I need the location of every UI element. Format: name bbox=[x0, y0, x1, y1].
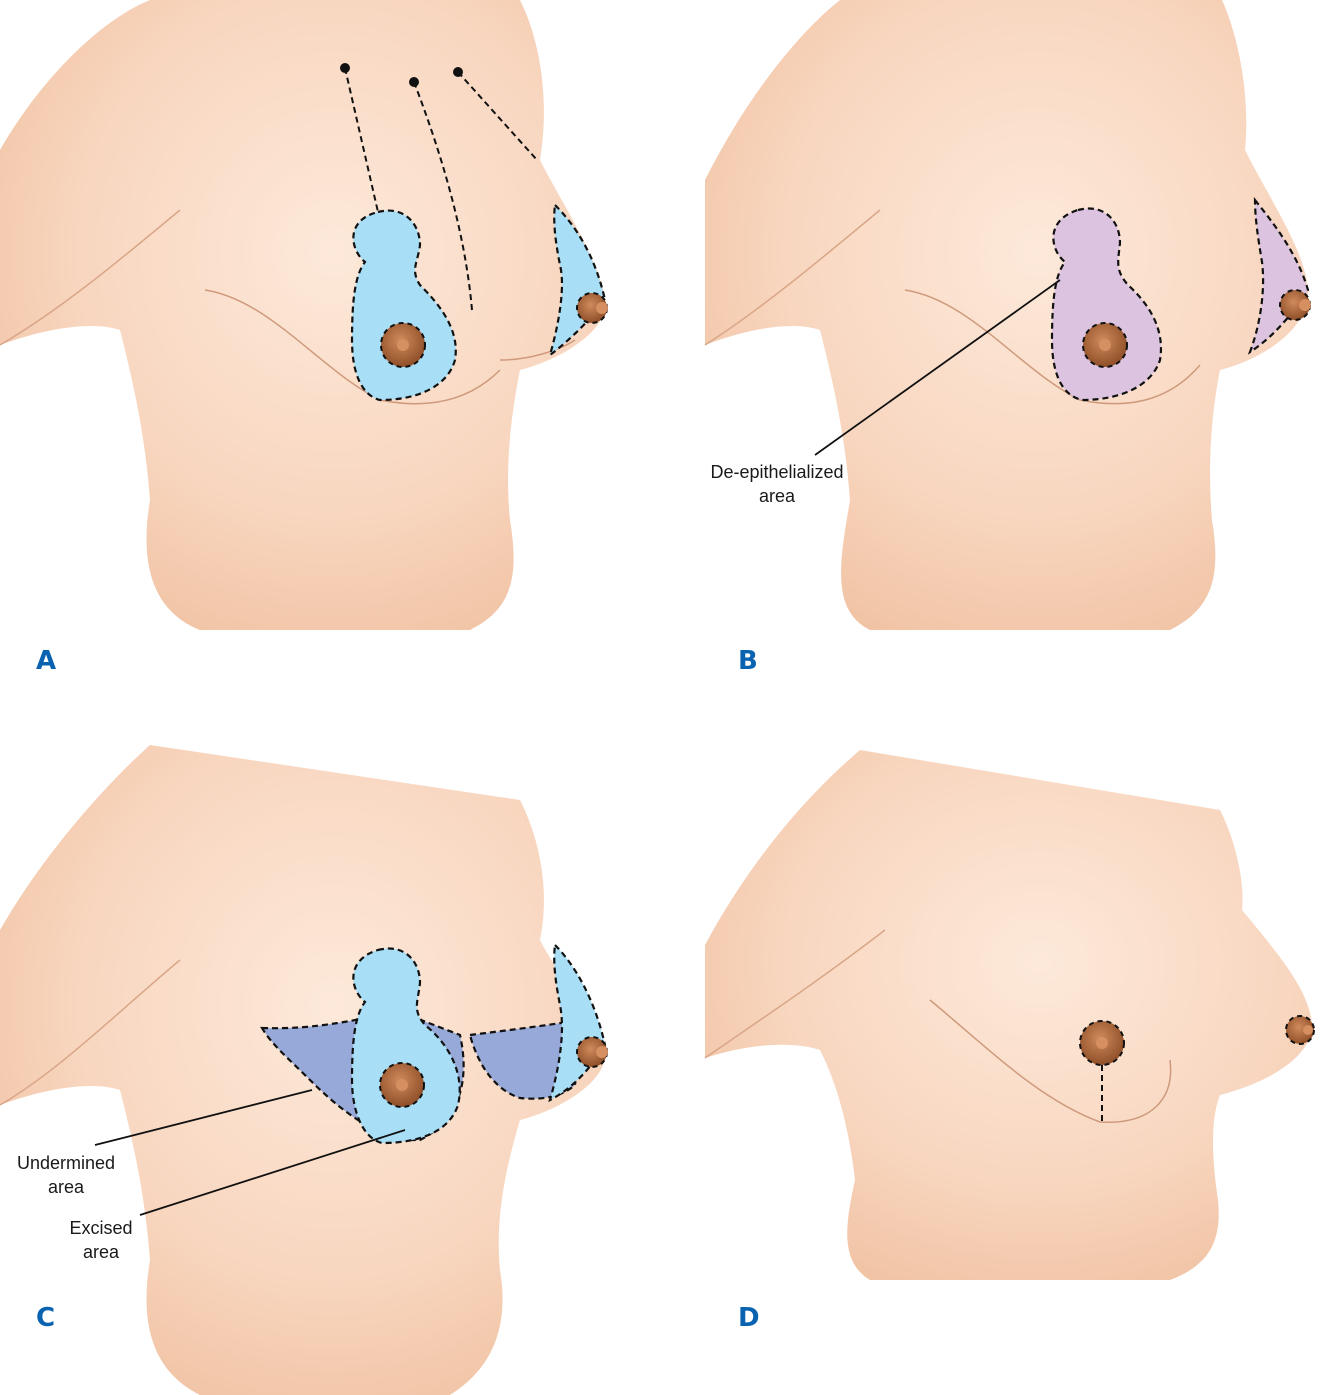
left-nipple bbox=[396, 1079, 408, 1091]
torso bbox=[705, 0, 1308, 630]
label-de-epithelialized-line2: area bbox=[692, 484, 862, 508]
label-undermined-line2: area bbox=[0, 1175, 132, 1199]
right-nipple bbox=[1303, 1025, 1313, 1035]
panel-letter-b: B bbox=[738, 646, 758, 676]
right-nipple bbox=[1299, 299, 1311, 311]
guide-dot-3 bbox=[453, 67, 463, 77]
panel-letter-c: C bbox=[36, 1303, 55, 1333]
right-nipple bbox=[596, 1046, 608, 1058]
guide-dot-1 bbox=[340, 63, 350, 73]
label-excised-line1: Excised bbox=[46, 1216, 156, 1240]
panel-letter-a: A bbox=[36, 646, 56, 676]
left-nipple bbox=[1099, 339, 1111, 351]
left-nipple bbox=[1096, 1037, 1108, 1049]
torso bbox=[705, 750, 1312, 1280]
label-undermined: Undermined area bbox=[0, 1151, 132, 1199]
left-nipple bbox=[397, 339, 409, 351]
label-excised: Excised area bbox=[46, 1216, 156, 1264]
label-excised-line2: area bbox=[46, 1240, 156, 1264]
torso bbox=[0, 0, 605, 630]
panel-c bbox=[0, 745, 608, 1395]
panel-letter-d: D bbox=[738, 1303, 760, 1333]
right-nipple bbox=[596, 302, 608, 314]
guide-dot-2 bbox=[409, 77, 419, 87]
panel-d bbox=[705, 750, 1314, 1280]
label-de-epithelialized: De-epithelialized area bbox=[692, 460, 862, 508]
label-de-epithelialized-line1: De-epithelialized bbox=[692, 460, 862, 484]
panel-b bbox=[705, 0, 1311, 630]
panel-a bbox=[0, 0, 608, 630]
label-undermined-line1: Undermined bbox=[0, 1151, 132, 1175]
